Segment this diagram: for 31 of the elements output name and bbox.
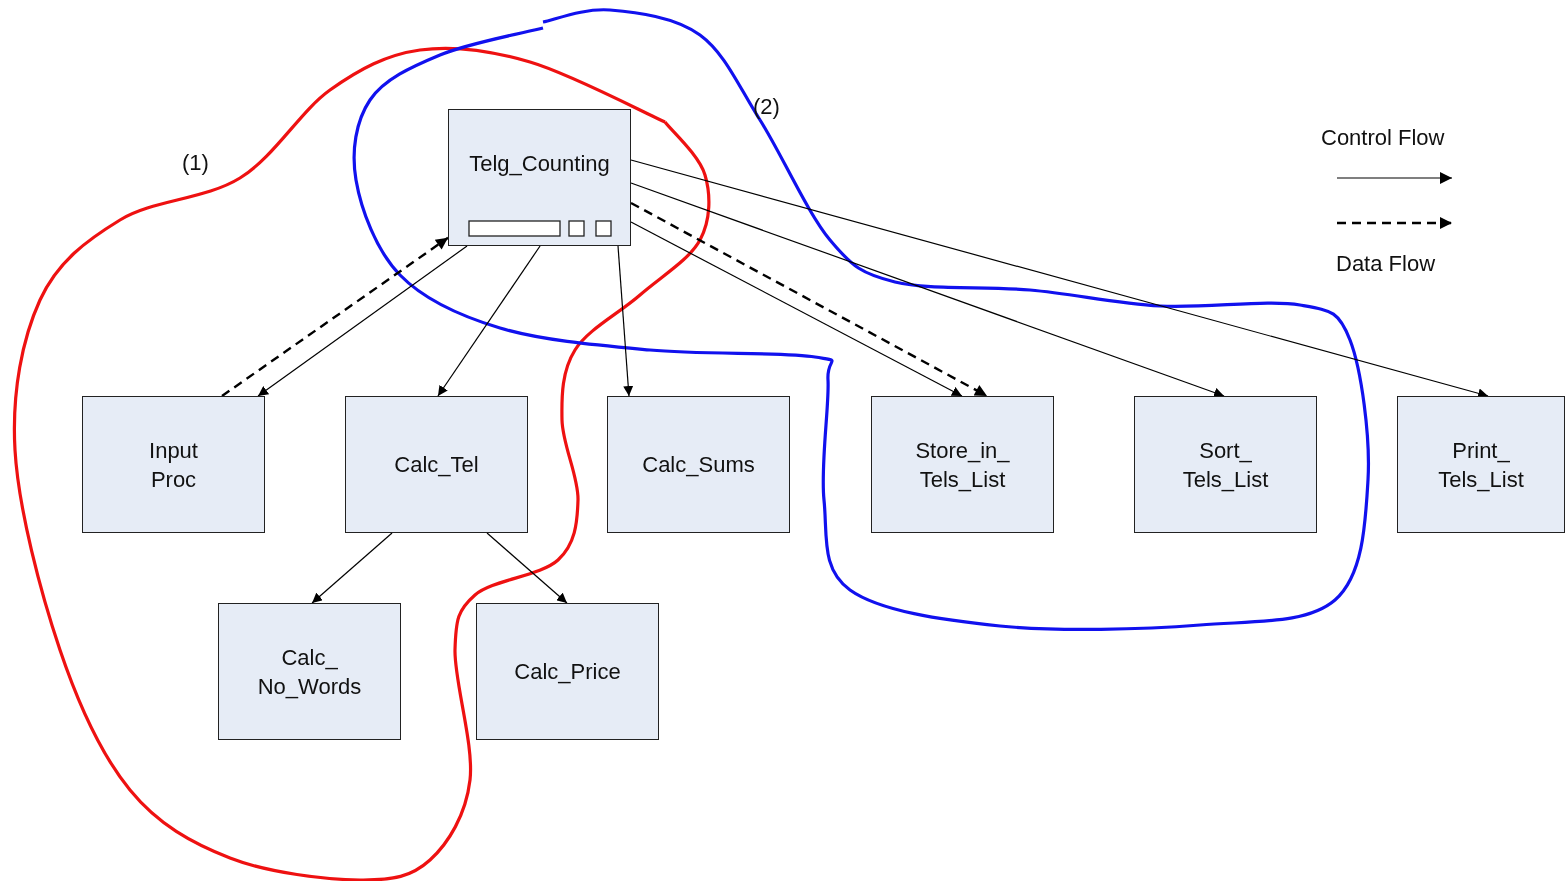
arrow bbox=[630, 221, 963, 397]
legend-label: Data Flow bbox=[1336, 251, 1436, 277]
arrow bbox=[437, 245, 541, 397]
arrow bbox=[221, 236, 449, 397]
box-label: Calc_Sums bbox=[642, 451, 755, 479]
box-label: Telg_Counting bbox=[469, 150, 610, 178]
box-label: Print_ Tels_List bbox=[1438, 436, 1524, 494]
process-box bbox=[1397, 396, 1565, 533]
process-box bbox=[607, 396, 790, 533]
process-box bbox=[218, 603, 401, 740]
legend-label: Control Flow bbox=[1321, 125, 1445, 151]
arrow bbox=[617, 245, 634, 397]
arrow bbox=[311, 532, 393, 604]
arrow bbox=[630, 201, 988, 398]
box-label: Calc_ No_Words bbox=[257, 643, 362, 701]
region-number: (1) bbox=[182, 150, 209, 176]
box-label: Calc_Price bbox=[514, 658, 621, 686]
process-box bbox=[345, 396, 528, 533]
box-label: Calc_Tel bbox=[394, 451, 479, 479]
process-box bbox=[1134, 396, 1317, 533]
arrow bbox=[486, 532, 568, 604]
box-label: Input Proc bbox=[149, 436, 198, 494]
process-box bbox=[82, 396, 265, 533]
box-label: Sort_ Tels_List bbox=[1182, 436, 1269, 494]
box-label: Store_in_ Tels_List bbox=[915, 436, 1010, 494]
process-box bbox=[448, 109, 631, 246]
process-box bbox=[476, 603, 659, 740]
process-box bbox=[871, 396, 1054, 533]
region-number: (2) bbox=[753, 94, 780, 120]
arrow bbox=[257, 245, 468, 397]
arrow bbox=[630, 182, 1225, 398]
